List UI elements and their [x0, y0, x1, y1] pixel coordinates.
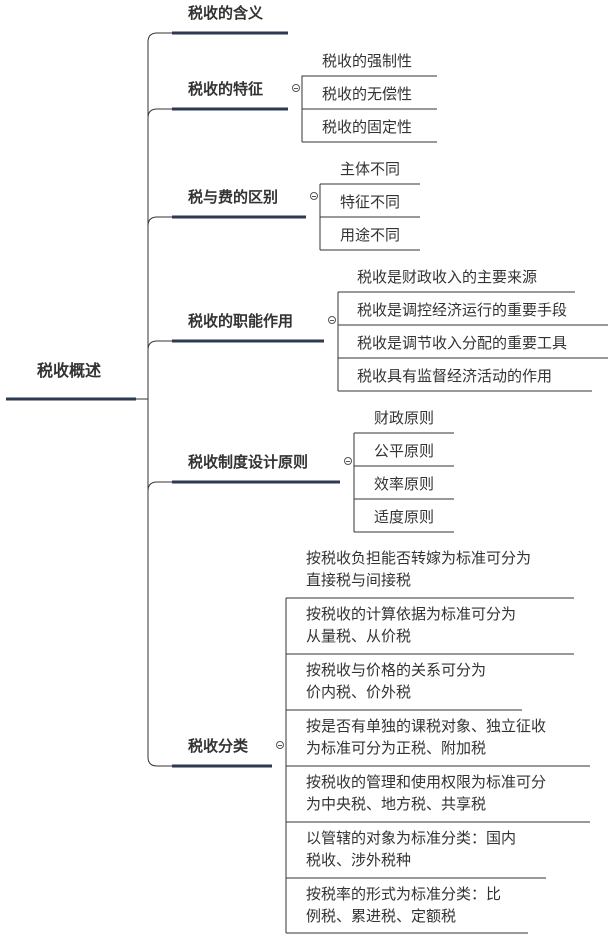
collapse-toggle-icon[interactable]	[344, 457, 352, 465]
branch-design-principles[interactable]: 税收制度设计原则	[188, 453, 309, 471]
leaf-node[interactable]: 按税收与价格的关系可分为 价内税、价外税	[306, 659, 486, 703]
leaf-node[interactable]: 按是否有单独的课税对象、独立征收 为标准可分为正税、附加税	[306, 715, 546, 759]
leaf-line: 从量税、从价税	[306, 627, 412, 645]
leaf-node[interactable]: 税收是调控经济运行的重要手段	[357, 301, 568, 319]
leaf-node[interactable]: 税收是财政收入的主要来源	[357, 268, 538, 286]
leaf-node[interactable]: 主体不同	[340, 160, 401, 178]
leaves-principles	[353, 432, 454, 533]
leaf-node[interactable]: 按税收的计算依据为标准可分为 从量税、从价税	[306, 603, 516, 647]
leaf-node[interactable]: 按税率的形式为标准分类：比 例税、累进税、定额税	[306, 883, 501, 927]
leaf-line: 按税率的形式为标准分类：比	[306, 885, 502, 903]
leaf-node[interactable]: 按税收的管理和使用权限为标准可分 为中央税、地方税、共享税	[306, 771, 546, 815]
branch-tax-meaning[interactable]: 税收的含义	[188, 4, 264, 22]
leaves-functions	[337, 291, 608, 392]
leaves-features	[301, 75, 437, 143]
branch-tax-vs-fee[interactable]: 税与费的区别	[188, 188, 279, 206]
leaf-node[interactable]: 税收的无偿性	[322, 85, 413, 103]
collapse-toggle-icon[interactable]	[276, 741, 284, 749]
leaf-node[interactable]: 税收的固定性	[322, 118, 413, 136]
branch-underlines	[172, 31, 340, 768]
leaf-node[interactable]: 税收是调节收入分配的重要工具	[357, 334, 568, 352]
leaf-node[interactable]: 税收的强制性	[322, 52, 413, 70]
collapse-toggle-icon[interactable]	[292, 84, 300, 92]
leaf-node[interactable]: 税收具有监督经济活动的作用	[357, 367, 553, 385]
leaf-line: 为中央税、地方税、共享税	[306, 795, 487, 813]
leaf-node[interactable]: 以管辖的对象为标准分类：国内 税收、涉外税种	[306, 827, 516, 871]
leaf-line: 直接税与间接税	[306, 571, 412, 589]
leaf-node[interactable]: 特征不同	[340, 193, 401, 211]
trunk-connectors	[136, 32, 172, 767]
leaf-line: 以管辖的对象为标准分类：国内	[306, 829, 517, 847]
leaf-line: 按税收的管理和使用权限为标准可分	[306, 773, 547, 791]
leaf-node[interactable]: 适度原则	[374, 508, 435, 526]
leaf-node[interactable]: 财政原则	[374, 409, 435, 427]
leaf-line: 按税收与价格的关系可分为	[306, 661, 487, 679]
leaf-line: 例税、累进税、定额税	[306, 907, 457, 925]
leaf-line: 按税收负担能否转嫁为标准可分为	[306, 549, 532, 567]
leaf-node[interactable]: 公平原则	[374, 442, 435, 460]
collapse-toggle-icon[interactable]	[328, 316, 336, 324]
collapse-toggle-icon[interactable]	[310, 192, 318, 200]
leaves-classification	[285, 597, 590, 934]
branch-tax-functions[interactable]: 税收的职能作用	[188, 312, 294, 330]
leaf-line: 按税收的计算依据为标准可分为	[306, 605, 517, 623]
branch-tax-classification[interactable]: 税收分类	[188, 737, 249, 755]
leaf-line: 税收、涉外税种	[306, 851, 412, 869]
leaf-line: 为标准可分为正税、附加税	[306, 739, 487, 757]
leaf-line: 按是否有单独的课税对象、独立征收	[306, 717, 547, 735]
leaf-node[interactable]: 用途不同	[340, 226, 401, 244]
leaves-tax-fee	[319, 183, 420, 251]
branch-tax-features[interactable]: 税收的特征	[188, 80, 264, 98]
root-topic[interactable]: 税收概述	[37, 361, 102, 380]
leaf-line: 价内税、价外税	[306, 683, 412, 701]
leaf-node[interactable]: 按税收负担能否转嫁为标准可分为 直接税与间接税	[306, 547, 531, 591]
leaf-node[interactable]: 效率原则	[374, 475, 435, 493]
